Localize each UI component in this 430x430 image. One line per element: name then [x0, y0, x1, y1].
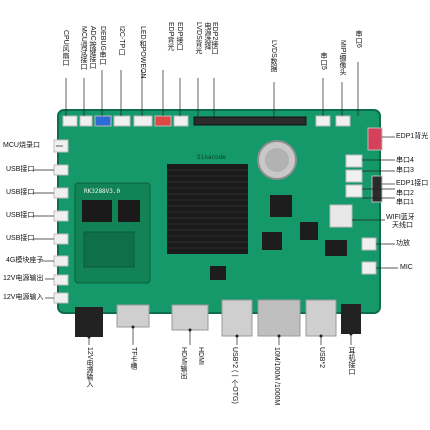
- label-hdmi-in: HDMI: [197, 347, 204, 365]
- label-cpu-fan: CPU风扇口: [62, 30, 69, 66]
- label-edp2: EDP2接口: [211, 22, 218, 55]
- label-usb-otg: USB*2 (一个OTG): [231, 347, 238, 404]
- dc-jack: [75, 307, 103, 337]
- label-debug-serial: DEBUG串口: [99, 26, 106, 65]
- label-lte-slot: 4G模块座子: [6, 257, 44, 264]
- label-serial5: 串口5: [320, 52, 327, 70]
- usb2x-port: [305, 299, 337, 337]
- label-usb-4: USB接口: [6, 235, 35, 242]
- label-edp1: EDP1接口: [396, 180, 429, 187]
- label-adc-key: ADC按键接口: [89, 26, 96, 69]
- label-serial1: 串口1: [396, 199, 414, 206]
- label-tf: TF卡槽: [130, 347, 137, 370]
- label-usb-2: USB接口: [6, 189, 35, 196]
- label-amp: 功放: [396, 240, 410, 247]
- som-model-text: RK3288V3.0: [84, 188, 121, 195]
- label-mcu-serial: MCU烧录口: [3, 142, 40, 149]
- label-power-in: 12V电源输入: [3, 294, 44, 301]
- label-led-power: LED和POWEON: [139, 26, 146, 79]
- label-wifi-antenna: 天线口: [392, 222, 413, 229]
- label-serial4: 串口4: [396, 157, 414, 164]
- label-edp-bl: EDP背光: [167, 22, 174, 51]
- label-lvds-data: LVDS数据: [270, 40, 277, 72]
- earphone-jack: [341, 304, 361, 334]
- label-serial6: 串口6: [355, 30, 362, 48]
- label-usb2x: USB*2: [318, 347, 325, 369]
- label-edp-port: EDP接口: [176, 22, 183, 51]
- label-serial3: 串口3: [396, 167, 414, 174]
- label-hdmi-out: HDMI输出: [180, 347, 187, 379]
- usb-otg-port: [221, 299, 253, 337]
- ethernet-port: [257, 299, 301, 337]
- label-edp1-bl: EDP1背光: [396, 133, 429, 140]
- label-earphone: 耳机接口: [348, 347, 355, 375]
- label-mipi-cam: MIPI摄像头: [339, 40, 346, 76]
- cpu-heatsink: [167, 164, 248, 254]
- hdmi-out-port: [171, 304, 209, 331]
- label-usb-3: USB接口: [6, 212, 35, 219]
- label-lvds-backlight: LVDS背光: [195, 22, 202, 54]
- label-wifi-bt: WIFI蓝牙: [386, 214, 415, 221]
- label-usb-1: USB接口: [6, 166, 35, 173]
- label-lvds-power: 电源选择: [204, 22, 211, 50]
- label-mic: MIC: [400, 264, 413, 271]
- label-serial2: 串口2: [396, 190, 414, 197]
- label-mcu-debug: MCU调试接口: [80, 26, 87, 70]
- brand-silkscreen-text: Sinacode: [197, 154, 226, 161]
- tf-slot: [116, 304, 150, 328]
- label-i2c-tp: I2C-TP口: [118, 26, 125, 56]
- label-dc12v: 12V电源输入: [86, 347, 93, 388]
- label-power-out: 12V电源输出: [3, 275, 44, 282]
- label-ethernet: 10M/100M /1000M: [273, 347, 280, 406]
